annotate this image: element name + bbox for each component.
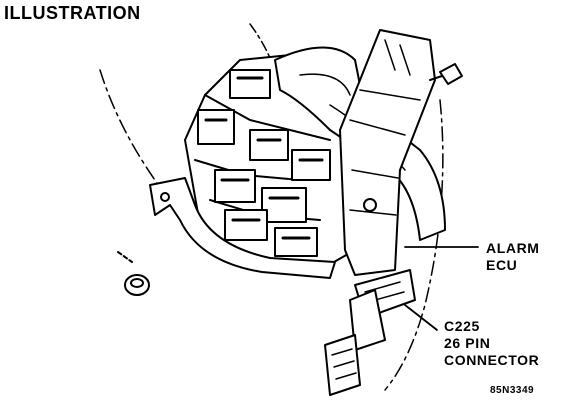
- screw-right: [429, 63, 463, 85]
- illustration-heading: ILLUSTRATION: [4, 3, 141, 23]
- alarm-ecu-label-line2: ECU: [486, 257, 518, 273]
- leader-connector: [404, 304, 438, 331]
- mounting-bracket: [149, 177, 336, 279]
- alarm-ecu-label-line1: ALARM: [486, 240, 540, 256]
- panel-outline-top: [249, 23, 271, 59]
- connector-label: C225 26 PIN CONNECTOR: [444, 318, 539, 369]
- connector-label-line2: 26 PIN: [444, 335, 491, 351]
- c225-connector: [324, 269, 416, 396]
- connector-label-line3: CONNECTOR: [444, 352, 540, 368]
- figure-code: 85N3349: [490, 385, 535, 396]
- alarm-ecu-label: ALARM ECU: [486, 240, 540, 274]
- connector-label-line1: C225: [444, 318, 480, 334]
- screw-bottom: [117, 251, 150, 296]
- alarm-ecu-module: [339, 29, 436, 276]
